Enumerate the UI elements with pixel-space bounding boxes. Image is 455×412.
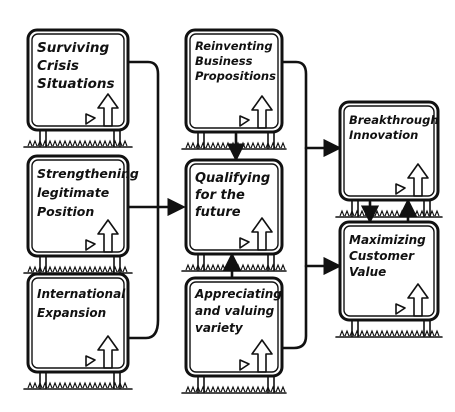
sign-border: [189, 163, 279, 251]
sign-qualifying-future: Qualifying for the future: [181, 158, 287, 272]
sign-label-line: Qualifying: [195, 171, 270, 186]
sign-label-line: for the: [195, 188, 245, 203]
turn-arrow-icon: [395, 303, 406, 315]
grass: [185, 263, 286, 271]
sign-border: [31, 33, 125, 127]
sign-label-line: future: [195, 205, 241, 220]
direction-arrow-icon: [97, 335, 119, 369]
sign-label: Appreciating and valuing variety: [194, 287, 282, 335]
sign-border: [343, 225, 435, 317]
sign-board: [26, 28, 130, 132]
grass: [185, 141, 286, 149]
sign-label: Qualifying for the future: [195, 171, 270, 220]
sign-label-line: Business: [195, 54, 253, 68]
turn-arrow-icon: [85, 239, 96, 251]
sign-label-line: Crisis: [37, 58, 79, 74]
sign-label-line: variety: [195, 321, 244, 335]
sign-border: [31, 159, 125, 253]
direction-arrow-icon: [251, 339, 273, 373]
sign-label-line: Breakthrough: [349, 113, 439, 127]
sign-label-line: Reinventing: [195, 39, 273, 53]
sign-label-line: and valuing: [195, 304, 275, 318]
sign-border: [31, 277, 125, 369]
direction-arrow-icon: [251, 217, 273, 251]
turn-arrow-icon: [85, 113, 96, 125]
sign-label-line: Maximizing: [349, 233, 426, 247]
sign-appreciating-variety: Appreciating and valuing variety: [181, 276, 287, 394]
sign-board: [338, 220, 440, 322]
sign-board: [184, 28, 284, 134]
connector-reinventing: [280, 60, 308, 350]
connector-surviving: [126, 60, 160, 340]
grass: [339, 209, 440, 217]
grass: [27, 265, 128, 273]
direction-arrow-icon: [97, 219, 119, 253]
sign-label-line: Expansion: [37, 306, 106, 320]
direction-arrow-icon: [97, 93, 119, 127]
turn-arrow-icon: [85, 355, 96, 367]
sign-label-line: Innovation: [349, 128, 418, 142]
sign-label-line: Surviving: [37, 40, 109, 56]
sign-border: [189, 281, 279, 373]
direction-arrow-icon: [407, 283, 429, 317]
sign-label-line: Strengthening: [37, 166, 139, 181]
grass: [185, 385, 286, 393]
turn-arrow-icon: [395, 183, 406, 195]
sign-border: [189, 33, 279, 129]
sign-label-line: Customer: [349, 249, 415, 263]
sign-board: [184, 276, 284, 378]
sign-label-line: legitimate: [37, 185, 109, 200]
connectors: [126, 60, 418, 350]
grass: [339, 329, 440, 337]
sign-board: [26, 154, 130, 258]
grass: [27, 139, 128, 147]
turn-arrow-icon: [239, 237, 250, 249]
sign-board: [184, 158, 284, 256]
direction-arrow-icon: [407, 163, 429, 197]
sign-board: [26, 272, 130, 374]
sign-label-line: Situations: [37, 76, 115, 92]
direction-arrow-icon: [251, 95, 273, 129]
turn-arrow-icon: [239, 115, 250, 127]
turn-arrow-icon: [239, 359, 250, 371]
sign-border: [343, 105, 435, 197]
sign-label-line: Propositions: [195, 69, 276, 83]
sign-label-line: Position: [37, 204, 94, 219]
sign-label-line: Appreciating: [194, 287, 282, 301]
sign-board: [338, 100, 440, 202]
grass: [27, 381, 128, 389]
sign-label-line: International: [37, 287, 126, 301]
sign-label-line: Value: [349, 265, 386, 279]
